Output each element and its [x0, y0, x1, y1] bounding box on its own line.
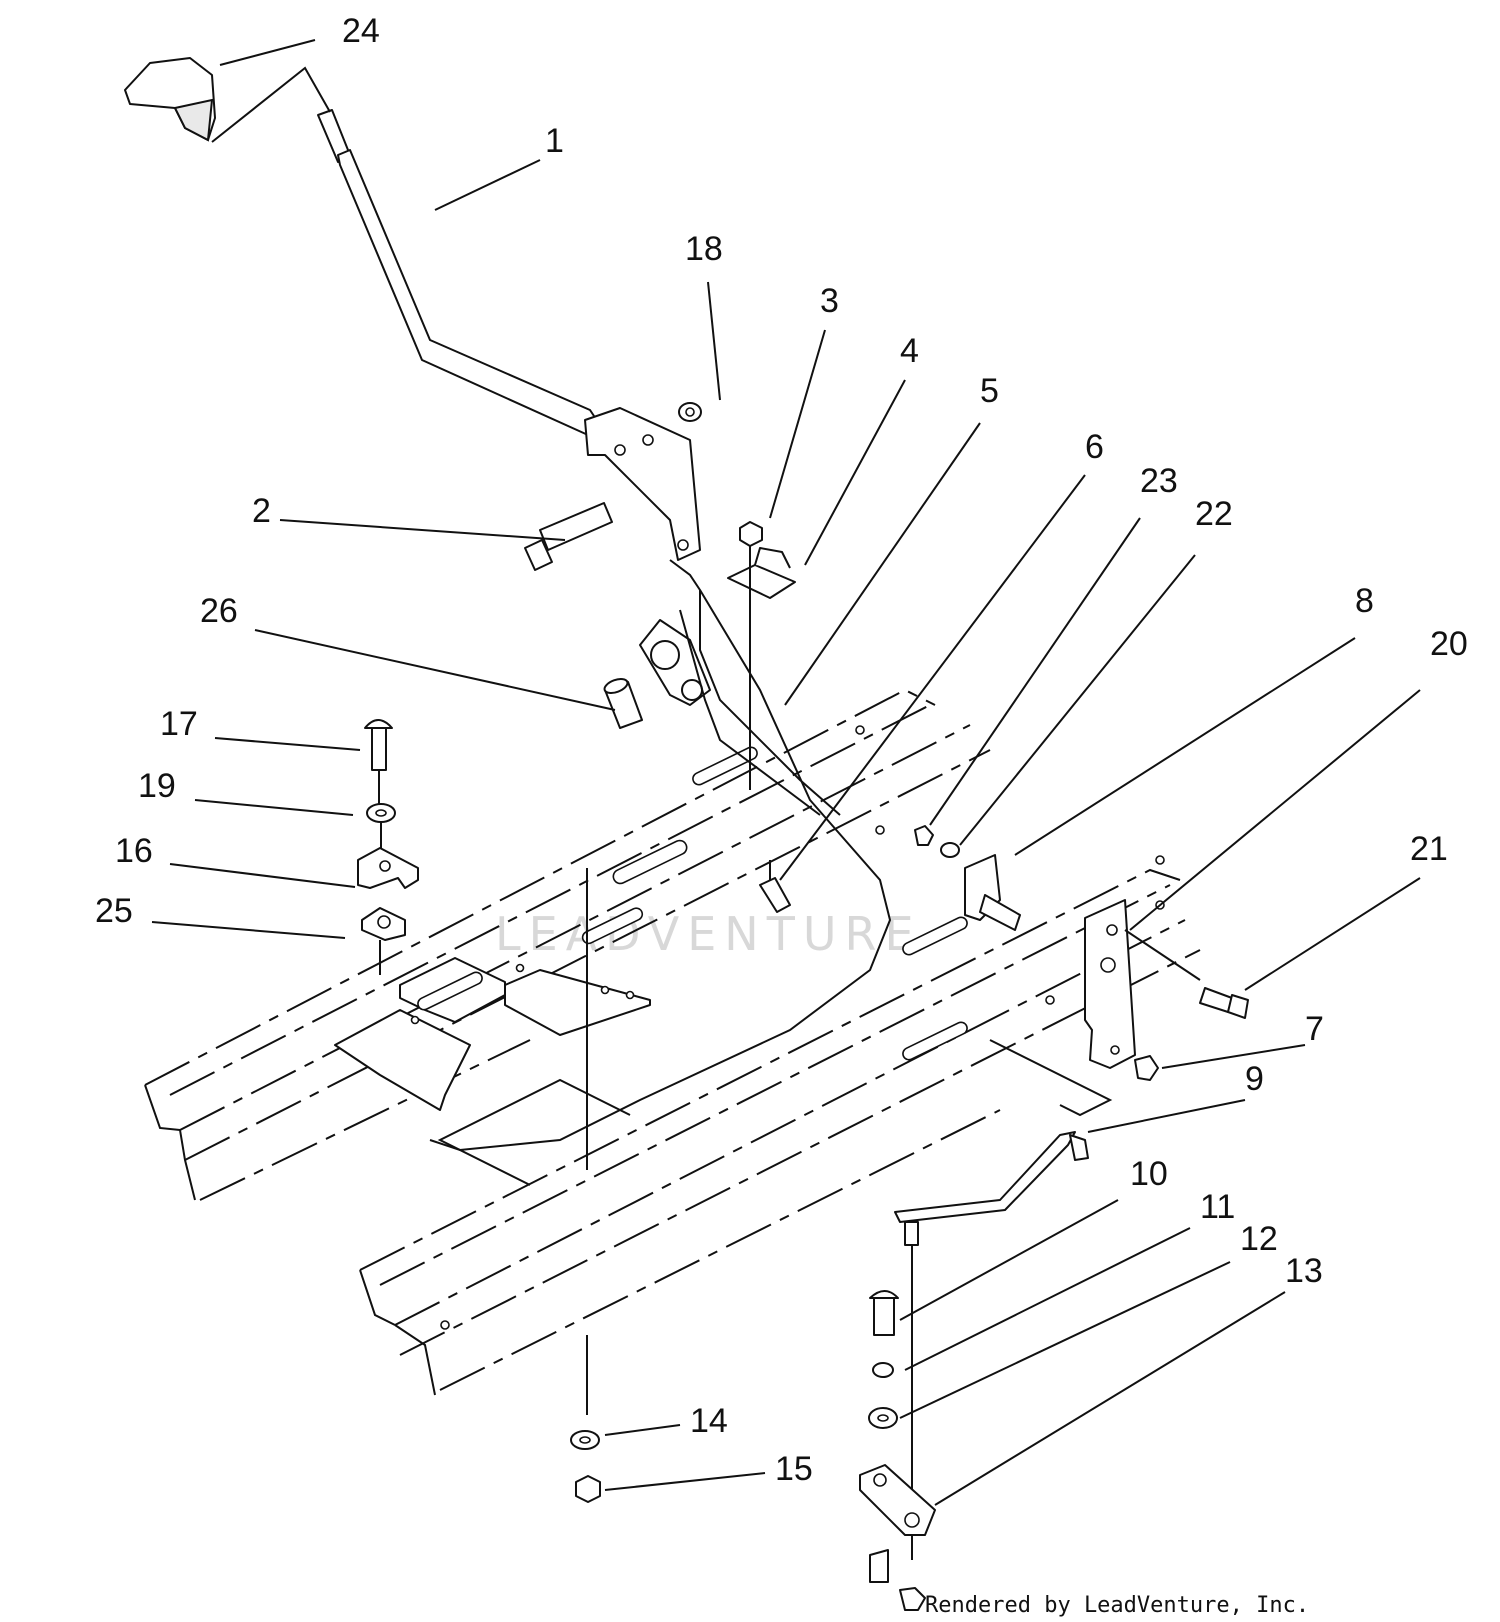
callout-9: 9: [1245, 1060, 1264, 1098]
lever-lower-arm-edge: [679, 609, 821, 816]
part-5-cable: [429, 589, 892, 1152]
part-3-nut: [739, 521, 763, 547]
seat-mount-plate: [334, 957, 651, 1111]
part-2-bolt: [524, 502, 613, 571]
part-1-control-lever: [317, 109, 701, 561]
render-credit: Rendered by LeadVenture, Inc.: [925, 1593, 1309, 1618]
link-stud: [869, 1549, 889, 1583]
callout-26: 26: [200, 592, 238, 630]
leader-lines: [151, 39, 1421, 1506]
part-10-bolt: [869, 1290, 899, 1336]
callout-2: 2: [252, 492, 271, 530]
part-14-washer: [570, 1430, 600, 1450]
callout-7: 7: [1305, 1010, 1324, 1048]
callout-22: 22: [1195, 495, 1233, 533]
callout-25: 25: [95, 892, 133, 930]
part-11-washer: [872, 1362, 894, 1378]
callout-21: 21: [1410, 830, 1448, 868]
part-15-nut: [575, 1475, 601, 1503]
callout-17: 17: [160, 705, 198, 743]
callout-12: 12: [1240, 1220, 1278, 1258]
callout-1: 1: [545, 122, 564, 160]
part-13-link: [859, 1464, 936, 1536]
callout-15: 15: [775, 1450, 813, 1488]
callout-10: 10: [1130, 1155, 1168, 1193]
callout-23: 23: [1140, 462, 1178, 500]
callout-8: 8: [1355, 582, 1374, 620]
callout-4: 4: [900, 332, 919, 370]
callout-13: 13: [1285, 1252, 1323, 1290]
part-12-washer: [868, 1407, 898, 1429]
callout-labels: 24 1 18 3 4 5 6 23 22 2 26 8 20 17 19 16…: [95, 12, 1468, 1488]
frame-assembly: [144, 688, 1201, 1396]
part-25-plate: [361, 907, 406, 941]
part-26-pivot-bushing: [603, 619, 711, 729]
part-9-rod: [894, 1131, 1089, 1246]
part-23-nut: [914, 825, 934, 846]
part-17-bolt: [364, 719, 393, 805]
part-19-washer: [366, 803, 396, 850]
part-18-nut: [678, 402, 702, 422]
callout-19: 19: [138, 767, 176, 805]
callout-5: 5: [980, 372, 999, 410]
part-16-clip: [357, 847, 419, 889]
part-4-cable-clamp: [727, 547, 796, 599]
part-24-knob: [124, 57, 216, 142]
part-6-bolt: [759, 860, 791, 913]
part-21-bolt: [1199, 987, 1249, 1019]
part-20-plate: [1084, 899, 1136, 1069]
callout-3: 3: [820, 282, 839, 320]
part-22-washer: [940, 842, 960, 858]
callout-24: 24: [342, 12, 380, 50]
callout-14: 14: [690, 1402, 728, 1440]
part-7-nut: [1134, 1055, 1159, 1081]
callout-20: 20: [1430, 625, 1468, 663]
watermark-text: LEADVENTURE: [495, 907, 922, 961]
callout-11: 11: [1200, 1188, 1235, 1226]
callout-6: 6: [1085, 428, 1104, 466]
part-8-bracket: [964, 854, 1021, 931]
callout-16: 16: [115, 832, 153, 870]
link-nut: [899, 1587, 926, 1611]
bolt-line-21: [1124, 929, 1201, 981]
callout-18: 18: [685, 230, 723, 268]
